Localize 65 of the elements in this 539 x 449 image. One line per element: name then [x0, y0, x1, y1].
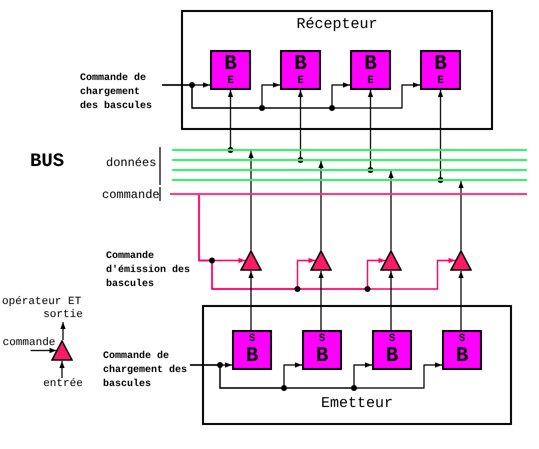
control-bus-line [170, 193, 527, 195]
control-label: commande [1, 337, 57, 351]
bus-label: commande [102, 188, 160, 202]
command-label: Commande d'émission des bascules [106, 250, 192, 292]
connector-arrow [162, 82, 420, 109]
connector-arrow [368, 90, 374, 170]
flip-flop-box [302, 330, 342, 370]
flip-flop-letter: E [296, 76, 305, 87]
connector-arrow [388, 171, 394, 250]
connector-arrow [248, 151, 254, 250]
connector-arrow [198, 195, 456, 290]
connector-arrow [59, 361, 65, 378]
connector-arrow [458, 181, 464, 250]
bus-label: données [106, 156, 156, 170]
connector-arrow [458, 271, 464, 330]
command-label: Commande de chargement des bascules [80, 72, 162, 112]
flip-flop-letter: S [458, 334, 466, 345]
and-gate-symbol [450, 250, 472, 271]
legend-title: opérateur ET [2, 296, 82, 308]
connector-arrow [190, 362, 442, 389]
flip-flop-box [442, 330, 482, 370]
flip-flop-letter: E [226, 76, 235, 87]
box-title: Emetteur [320, 395, 394, 412]
flip-flop-letter: S [318, 334, 326, 345]
and-gate-symbol [240, 250, 262, 271]
and-gate-symbol [380, 250, 402, 271]
connector-arrow [388, 271, 394, 330]
flip-flop-letter: E [436, 76, 445, 87]
receiver-box [181, 10, 493, 130]
data-bus-line [172, 149, 527, 151]
input-label: entrée [40, 378, 86, 391]
flip-flop-box [420, 50, 461, 90]
flip-flop-letter: B [433, 54, 448, 75]
connector-arrow [228, 90, 234, 150]
command-label: Commande de chargement des bascules [103, 350, 190, 392]
flip-flop-letter: B [293, 54, 308, 75]
connector-arrow [298, 90, 304, 160]
flip-flop-box [210, 50, 251, 90]
connector-arrow [318, 161, 324, 250]
flip-flop-letter: E [366, 76, 375, 87]
transmitter-box [202, 305, 512, 425]
data-bus-line [172, 159, 527, 161]
flip-flop-box [350, 50, 391, 90]
flip-flop-letter: B [384, 346, 400, 367]
connector-arrow [318, 271, 324, 330]
flip-flop-box [372, 330, 412, 370]
connector-arrow [438, 90, 444, 180]
output-label: sortie [40, 309, 86, 322]
flip-flop-box [232, 330, 272, 370]
connector-arrow [30, 348, 56, 354]
flip-flop-box [280, 50, 321, 90]
flip-flop-letter: B [314, 346, 330, 367]
flip-flop-letter: B [363, 54, 378, 75]
data-bus-line [172, 169, 527, 171]
connector-arrow [60, 322, 66, 340]
bus-title: BUS [30, 150, 64, 172]
box-title: Récepteur [295, 16, 378, 33]
flip-flop-letter: S [388, 334, 396, 345]
and-gate-symbol [310, 250, 332, 271]
flip-flop-letter: B [223, 54, 238, 75]
flip-flop-letter: B [454, 346, 470, 367]
connector-arrow [248, 271, 254, 330]
flip-flop-letter: B [244, 346, 260, 367]
flip-flop-letter: S [248, 334, 256, 345]
data-bus-line [172, 179, 527, 181]
